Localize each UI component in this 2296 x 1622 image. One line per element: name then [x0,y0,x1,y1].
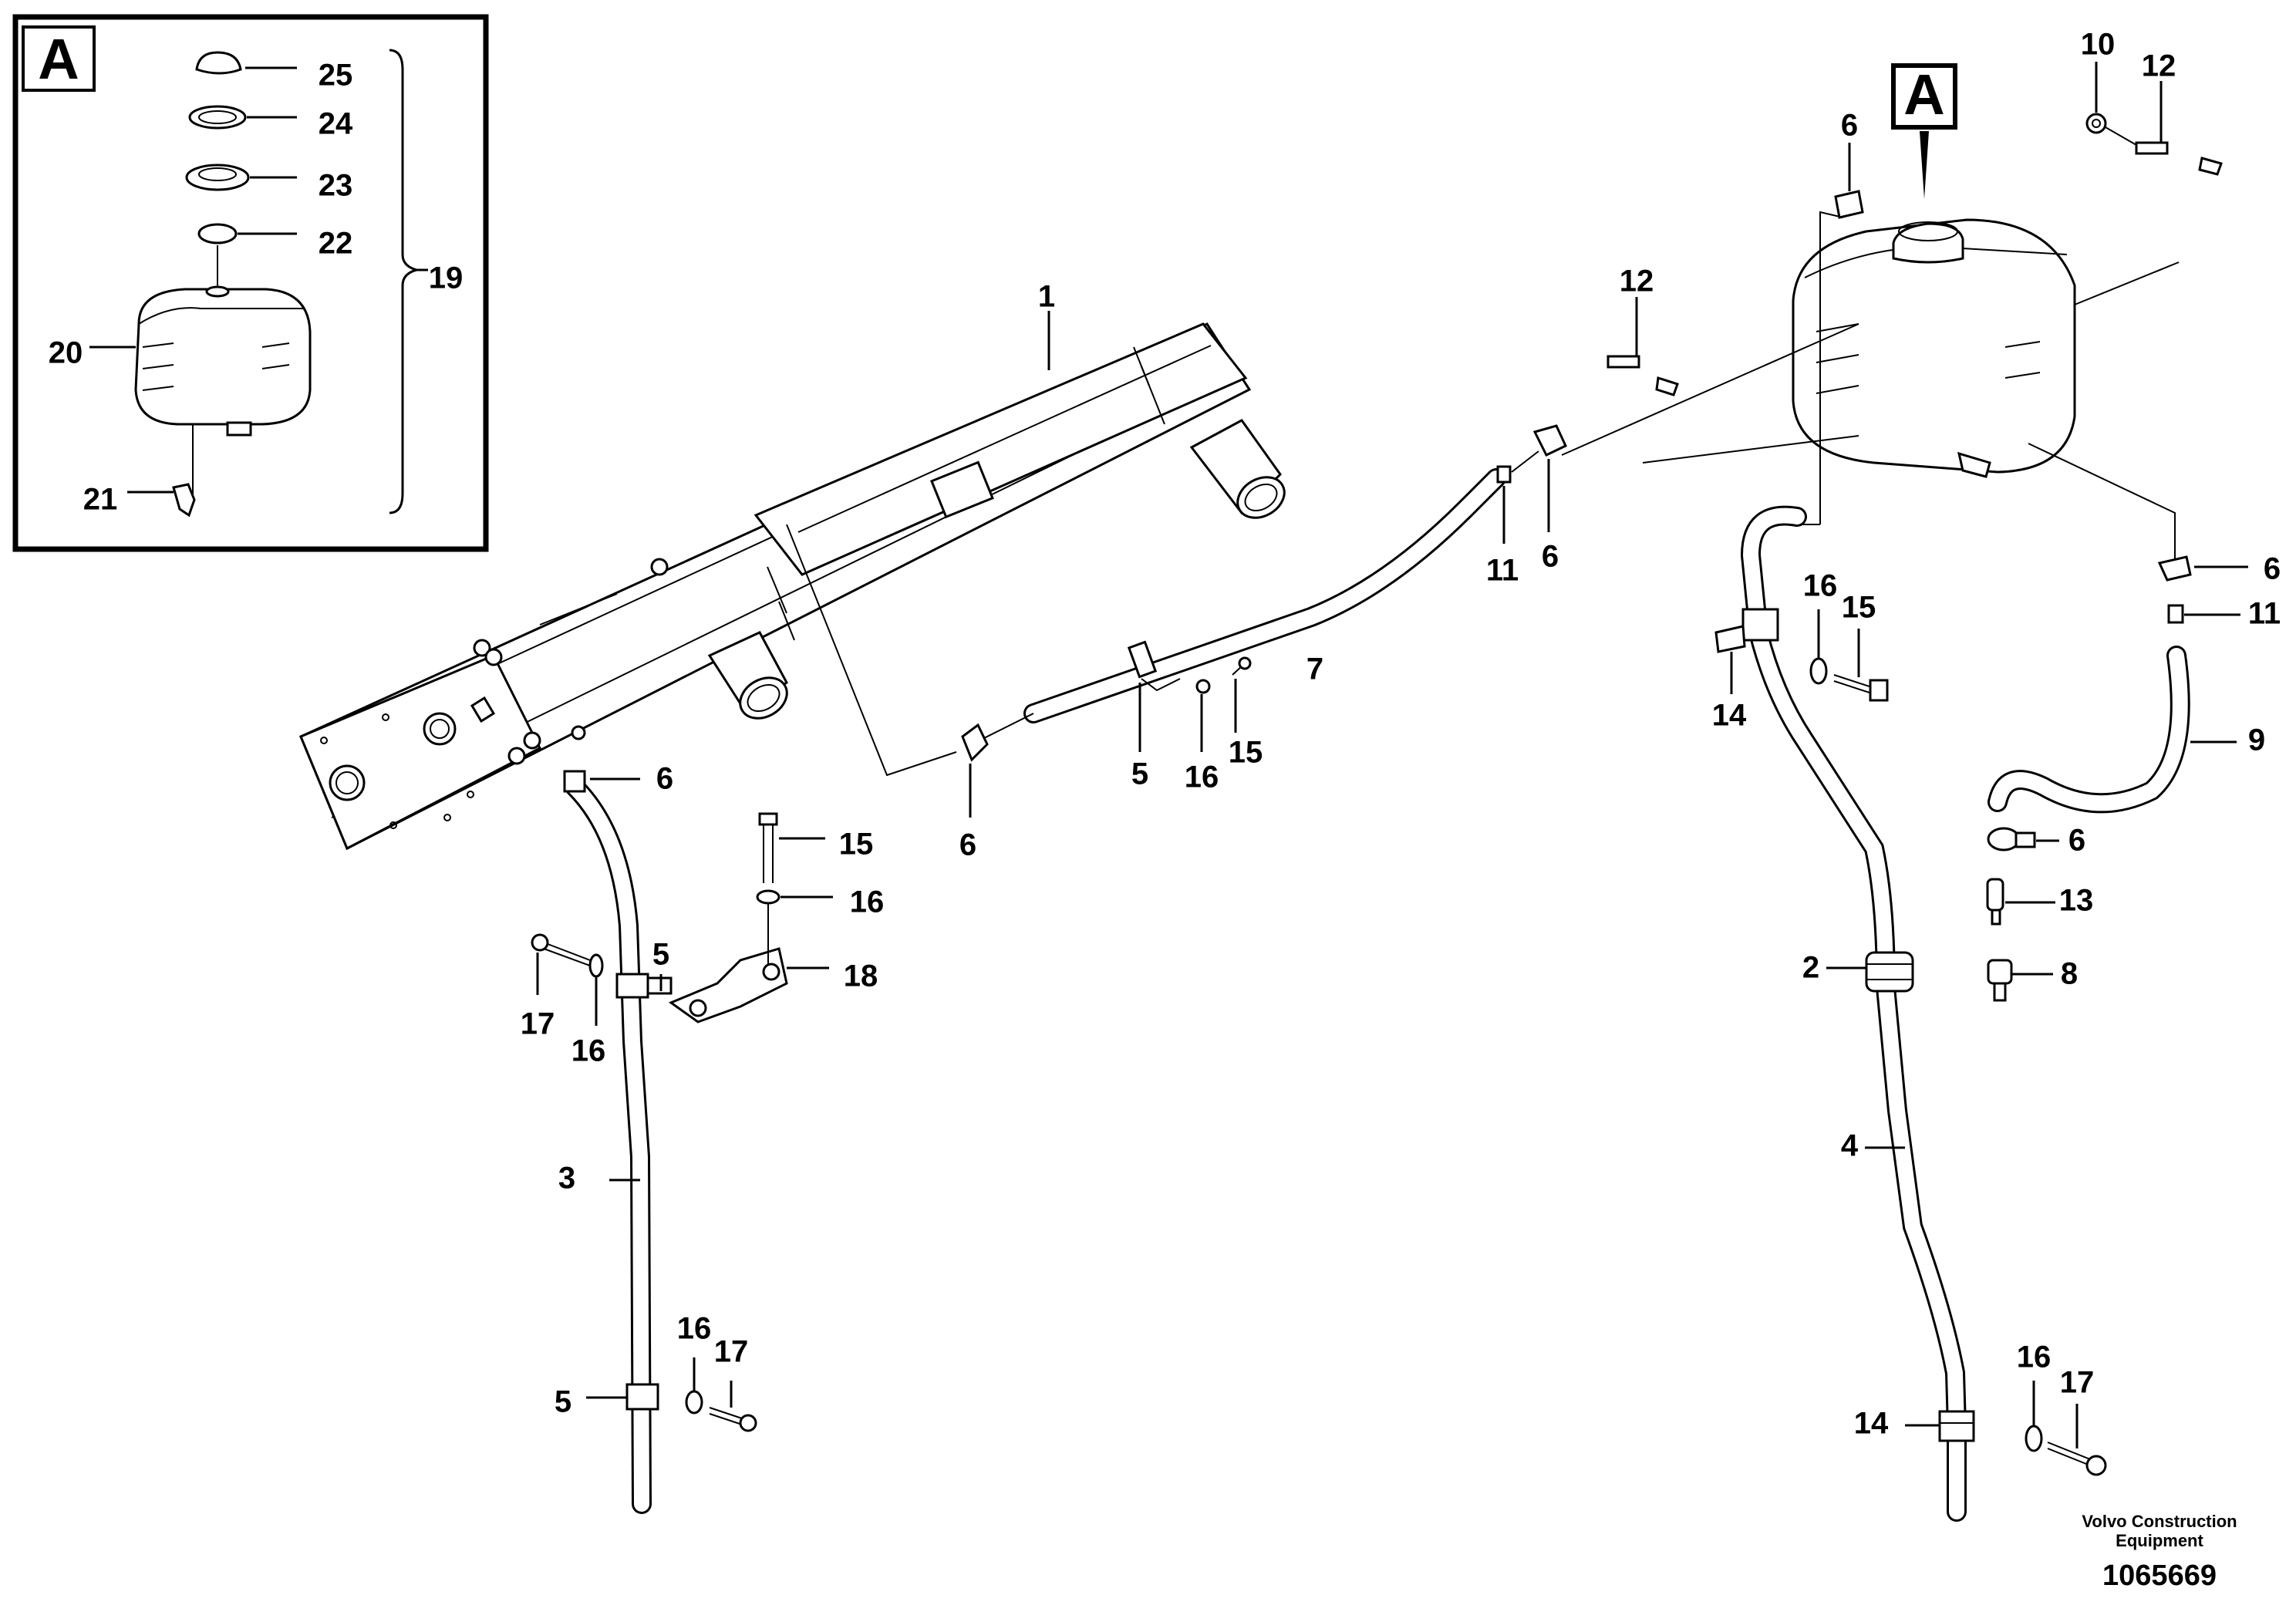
callout-22: 22 [319,227,353,261]
callout-11-b: 11 [2248,597,2281,631]
callout-5-a: 5 [1131,757,1148,791]
footer-company-line2: Equipment [2116,1531,2203,1550]
level-sensor [172,483,196,518]
callout-18: 18 [844,959,878,993]
connector-6-right [2157,555,2192,582]
connector-6-lower-right [1987,827,2036,851]
washer-reservoir-detail [134,285,312,437]
callout-16-d: 16 [677,1312,712,1346]
callout-7: 7 [1306,653,1323,686]
bracket-18 [668,947,788,1023]
washer-16-e [1809,657,1828,685]
callout-6-a: 6 [656,762,673,796]
clamp-5-middle [615,973,673,999]
clamp-14-lower [1938,1410,1975,1442]
washer-16-b [685,1390,703,1415]
callout-8: 8 [2061,957,2078,991]
callout-23: 23 [319,169,353,203]
clamp-5-upper [1127,640,1181,692]
callout-12-a: 12 [1620,265,1654,298]
callout-19: 19 [429,261,464,295]
footer-drawing-number: 1065669 [2102,1560,2217,1592]
callout-17-a: 17 [521,1007,555,1041]
detail-box-a: A [12,14,489,552]
callout-16-b: 16 [850,885,885,919]
washer-16-f [2025,1425,2043,1452]
connector-6-a [1532,424,1567,457]
washer-16-c [756,889,781,905]
callout-17-c: 17 [2060,1366,2095,1400]
callout-16-c: 16 [571,1034,606,1068]
screw-17-a [531,933,591,966]
filler-cap [195,51,242,75]
detail-marker-letter: A [1903,62,1944,126]
nut-10 [2085,113,2107,134]
nozzle-8 [1987,959,2013,1002]
nipple-11-a [1496,465,1512,484]
callout-14-b: 14 [1854,1407,1889,1441]
callout-10: 10 [2081,28,2116,62]
callout-15-b: 15 [839,828,874,862]
callout-6-f: 6 [2068,824,2085,858]
grommet-2 [1865,951,1914,993]
coolant-outlet-pipe [1189,419,1286,519]
callout-6-d: 6 [1841,109,1858,143]
callout-6-c: 6 [1542,540,1559,574]
screw-17-b [709,1407,757,1432]
main-frame-assembly [299,322,1286,851]
footer: Volvo Construction Equipment 1065669 [2082,1512,2237,1592]
washer-reservoir [1792,218,2076,478]
clamp-14-upper [1714,608,1779,653]
washer-16-a [588,953,604,978]
callout-9: 9 [2248,723,2265,757]
callout-16-e: 16 [1803,569,1838,603]
hose-9 [1988,646,2190,814]
clamp-5-lower [625,1383,659,1411]
adapter-13 [1986,878,2004,926]
grommet [197,223,238,244]
callout-5-c: 5 [555,1385,571,1419]
hose-2-4 [1740,505,1967,1522]
callout-6-e: 6 [2264,552,2281,586]
seal-ring [188,105,247,130]
hose-7 [1023,468,1506,723]
callout-3: 3 [558,1162,575,1195]
connector-6-top [1834,190,1864,219]
callout-20: 20 [49,336,83,370]
callout-16-f: 16 [2017,1340,2052,1374]
screw-15-upper [1232,656,1252,676]
nipple-11-b [2167,604,2184,624]
hose-3 [565,777,652,1514]
callout-15-a: 15 [1229,736,1263,770]
callout-12-b: 12 [2142,49,2176,83]
callout-21: 21 [83,483,118,517]
connector-6-left [563,770,586,793]
strap-12-left [1586,355,1735,575]
footer-company-line1: Volvo Construction [2082,1512,2237,1531]
callout-25: 25 [319,59,353,93]
screw-15-c [1833,674,1889,702]
callout-1: 1 [1038,280,1055,314]
callout-4: 4 [1841,1129,1859,1163]
callout-5-b: 5 [652,938,669,972]
callout-labels: 25 24 23 22 19 20 21 1 6 7 5 16 15 6 15 … [49,28,2281,1441]
callout-15-c: 15 [1842,591,1876,625]
strap-12-right [2113,131,2267,328]
callout-11-a: 11 [1486,554,1519,588]
connector-6-mid [961,723,989,762]
callout-17-b: 17 [714,1335,749,1369]
callout-24: 24 [319,107,353,141]
callout-6-b: 6 [959,828,976,862]
callout-13: 13 [2059,884,2094,918]
callout-16-a: 16 [1185,760,1219,794]
detail-box-letter: A [38,27,79,91]
callout-2: 2 [1802,951,1819,985]
coolant-inlet-pipe [707,631,788,720]
screw-17-c [2047,1442,2107,1476]
callout-14-a: 14 [1712,699,1747,733]
screw-15-a [758,812,778,883]
detail-marker-a: A [1891,62,1957,199]
